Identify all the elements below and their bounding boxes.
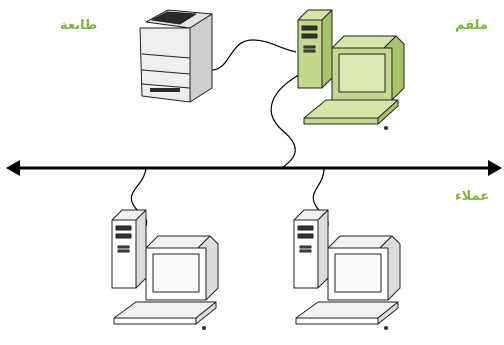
client-computer-icon — [111, 209, 219, 330]
backbone-arrow-right-icon — [488, 160, 502, 176]
server-label: ملقم — [455, 18, 488, 33]
printer-label: طابعة — [60, 18, 98, 33]
clients-label: عملاء — [455, 189, 490, 204]
server-network-cable — [270, 71, 305, 169]
client-computer-icon — [293, 209, 401, 330]
printer-server-cable — [211, 39, 297, 71]
server-computer-icon — [297, 9, 405, 130]
backbone-arrow-left-icon — [6, 160, 20, 176]
printer-icon — [139, 9, 213, 103]
